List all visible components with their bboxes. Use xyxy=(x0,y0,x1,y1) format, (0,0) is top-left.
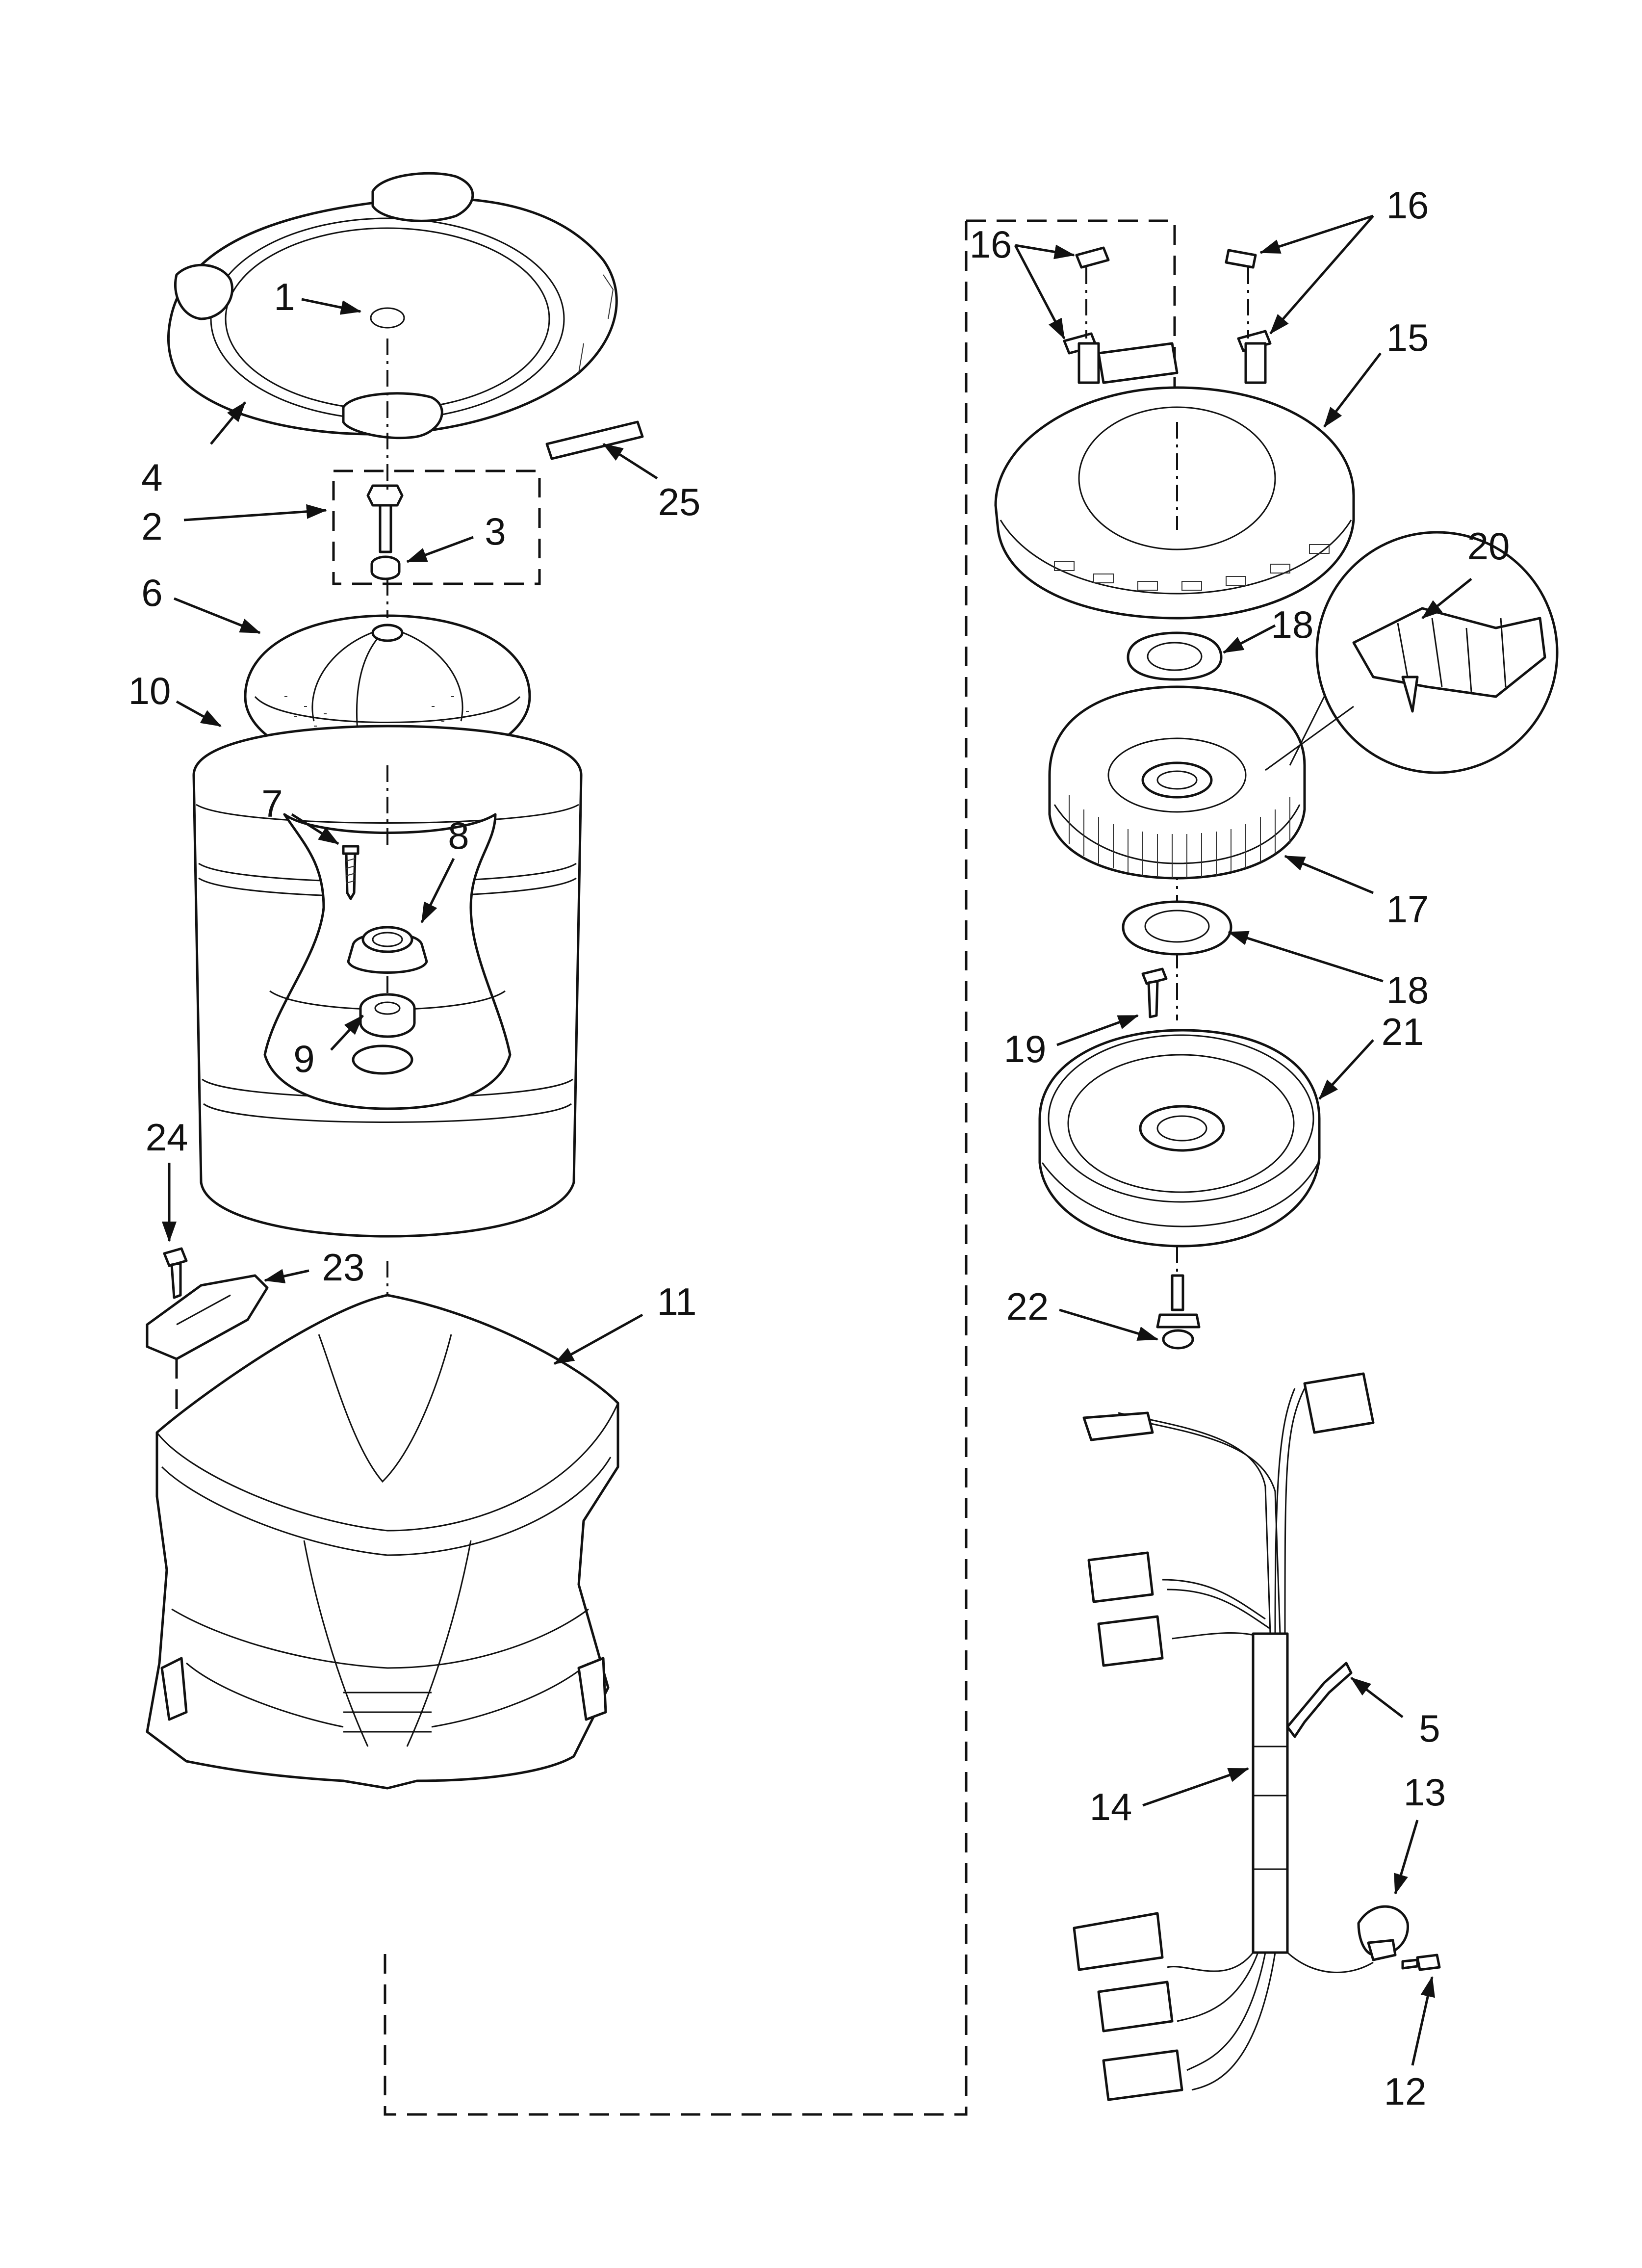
screw-part-12 xyxy=(1401,1954,1441,1971)
callout-20: 20 xyxy=(1467,524,1510,568)
callout-13: 13 xyxy=(1404,1771,1446,1814)
callout-23: 23 xyxy=(322,1246,365,1289)
callout-leaders xyxy=(162,214,1472,2066)
tub-ring-part-4 xyxy=(167,172,618,440)
trim-strip-part-25 xyxy=(545,420,644,460)
callout-18-lower: 18 xyxy=(1386,968,1429,1012)
gasket-part-18-lower xyxy=(1122,900,1232,956)
basket-base-center xyxy=(352,1044,413,1075)
callout-12: 12 xyxy=(1384,2070,1427,2113)
drive-gear-part-9 xyxy=(359,993,416,1038)
callout-2: 2 xyxy=(141,505,162,548)
callout-25: 25 xyxy=(658,480,701,523)
bolt-part-22 xyxy=(1156,1274,1201,1350)
wire-harness-part-14 xyxy=(1073,1372,1375,2101)
callout-24: 24 xyxy=(146,1116,188,1159)
stator-mount-part-15 xyxy=(994,342,1355,620)
pads-part-16 xyxy=(1063,246,1272,355)
hub-part-8 xyxy=(347,926,428,974)
washer-part-3 xyxy=(370,555,401,580)
callout-3: 3 xyxy=(485,510,506,553)
callout-21: 21 xyxy=(1382,1010,1424,1053)
callout-5: 5 xyxy=(1419,1707,1440,1750)
bolt-washer-group-box xyxy=(332,469,541,585)
callout-16-right: 16 xyxy=(1386,183,1429,227)
bolt-part-2 xyxy=(366,484,404,553)
gasket-part-18-upper xyxy=(1127,631,1223,681)
callout-22: 22 xyxy=(1006,1285,1049,1328)
callout-labels: 1 4 2 3 25 6 10 7 8 9 24 23 11 16 16 15 … xyxy=(128,183,1510,2113)
outer-tub-part-11 xyxy=(146,1294,619,1790)
callout-17: 17 xyxy=(1386,887,1429,931)
screw-part-19 xyxy=(1141,967,1168,1018)
detail-callout-part-20 xyxy=(1265,531,1559,774)
rotor-part-21 xyxy=(1038,1029,1321,1248)
screw-part-7 xyxy=(342,845,359,900)
clamp-part-13 xyxy=(1357,1905,1409,1961)
pad-centerlines xyxy=(1085,267,1249,339)
tub-ring-cap-part-1 xyxy=(370,307,405,329)
bracket-part-23 xyxy=(146,1274,269,1360)
callout-18-upper: 18 xyxy=(1271,603,1314,646)
callout-7: 7 xyxy=(261,782,282,825)
callout-14: 14 xyxy=(1090,1785,1132,1828)
callout-11: 11 xyxy=(657,1280,697,1323)
callout-16-left: 16 xyxy=(970,223,1012,266)
callout-6: 6 xyxy=(141,571,162,614)
callout-10: 10 xyxy=(128,669,171,712)
callout-8: 8 xyxy=(448,814,469,857)
stator-part-17 xyxy=(1048,685,1306,880)
callout-15: 15 xyxy=(1386,316,1429,359)
callout-1: 1 xyxy=(274,275,295,318)
callout-9: 9 xyxy=(293,1037,314,1080)
screw-part-24 xyxy=(163,1247,188,1299)
callout-4: 4 xyxy=(141,456,162,499)
callout-19: 19 xyxy=(1004,1027,1047,1070)
